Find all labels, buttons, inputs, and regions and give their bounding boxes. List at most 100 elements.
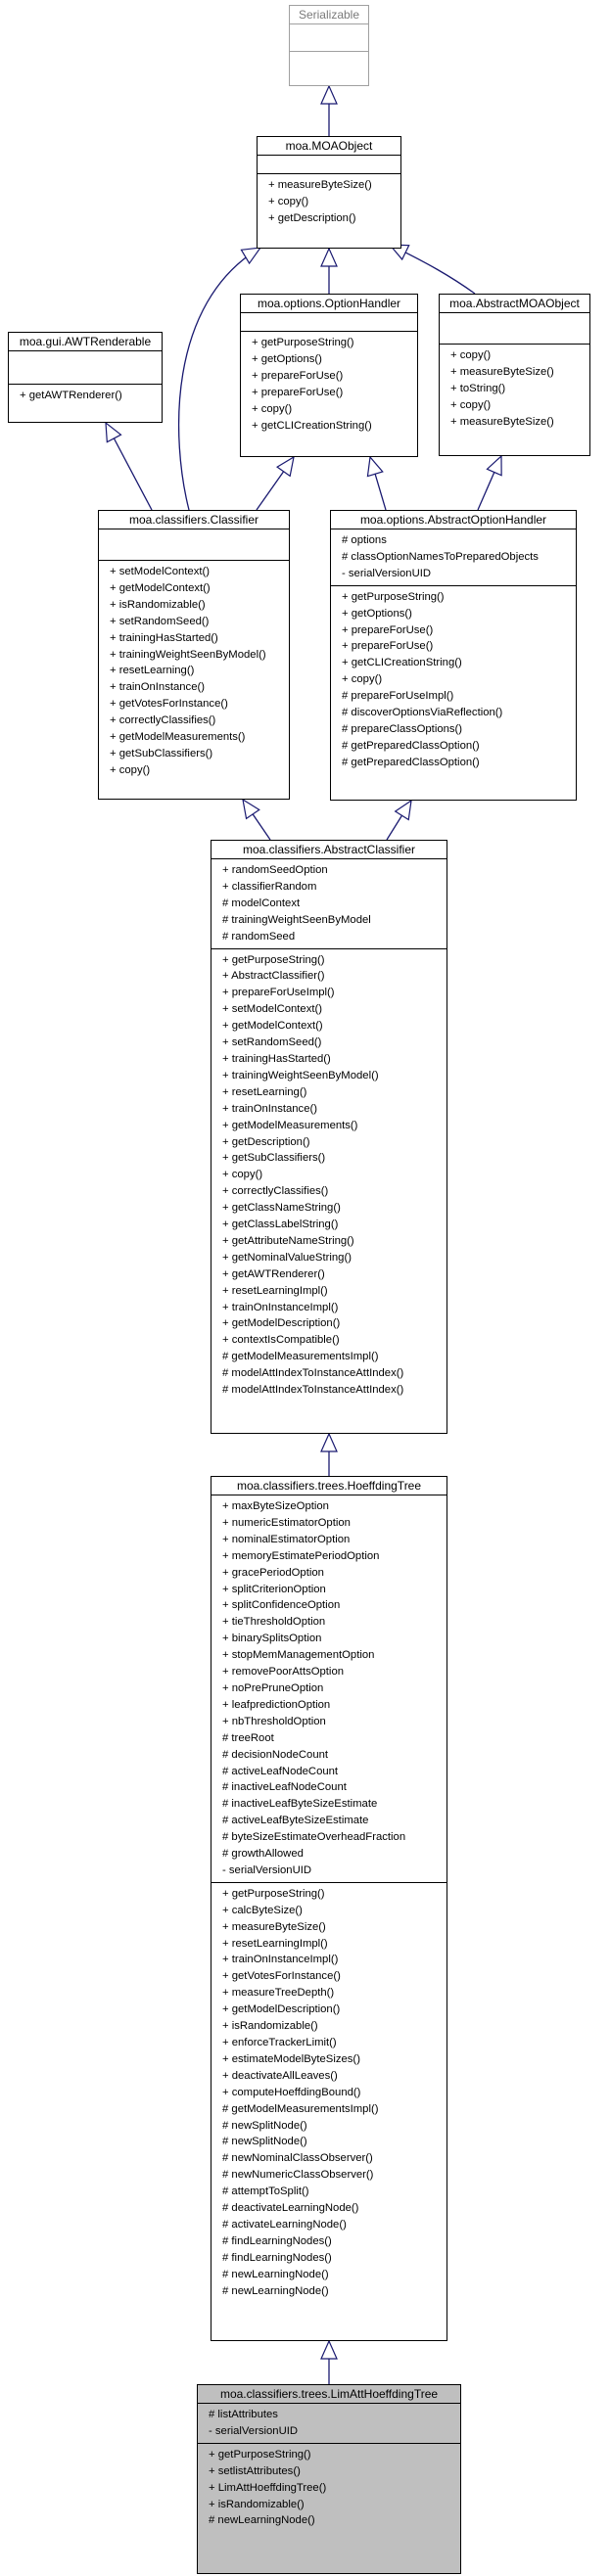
method-item: # newSplitNode() [222, 2136, 307, 2148]
method-item: + trainOnInstance() [110, 681, 206, 694]
attribute-item: # trainingWeightSeenByModel [222, 913, 371, 926]
method-item: + getModelDescription() [222, 2003, 341, 2016]
method-item: + trainOnInstance() [222, 1102, 318, 1115]
method-item: + getAWTRenderer() [222, 1267, 325, 1280]
method-item: # newLearningNode() [222, 2268, 329, 2280]
method-item: + isRandomizable() [209, 2498, 305, 2510]
edge-abstractmoaobject-to-moaobject [390, 245, 476, 295]
method-item: + computeHoeffdingBound() [222, 2086, 361, 2098]
method-item: + trainingHasStarted() [222, 1052, 331, 1065]
method-item: + getPurposeString() [252, 337, 354, 348]
method-item: + prepareForUse() [252, 369, 344, 382]
attribute-item: + stopMemManagementOption [222, 1649, 375, 1662]
attribute-item: # growthAllowed [222, 1848, 304, 1861]
method-item: + resetLearning() [222, 1085, 307, 1098]
class-name: moa.MOAObject [285, 139, 373, 153]
method-item: # discoverOptionsViaReflection() [342, 707, 503, 719]
method-item: + correctlyClassifies() [110, 714, 216, 727]
method-item: + getVotesForInstance() [222, 1970, 341, 1983]
attribute-item: # treeRoot [222, 1731, 274, 1744]
attributes-section [241, 312, 417, 331]
method-item: # deactivateLearningNode() [222, 2202, 359, 2215]
method-item: + setlistAttributes() [209, 2464, 301, 2477]
method-item: # newNumericClassObserver() [222, 2169, 374, 2182]
method-item: + getOptions() [342, 607, 412, 620]
edge-abstractoptionhandler-to-optionhandler [370, 457, 387, 511]
method-item: + getClassLabelString() [222, 1219, 339, 1231]
attribute-item: + splitCriterionOption [222, 1583, 326, 1595]
attribute-item: + gracePeriodOption [222, 1566, 324, 1579]
attribute-item: # inactiveLeafByteSizeEstimate [222, 1798, 378, 1811]
attribute-item: # listAttributes [209, 2409, 278, 2420]
edge-abstractoptionhandler-to-abstractmoaobject [477, 456, 501, 511]
class-abstract-classifier: moa.classifiers.AbstractClassifier + ran… [211, 840, 447, 1434]
attribute-item: # inactiveLeafNodeCount [222, 1781, 347, 1794]
method-item: + setModelContext() [222, 1003, 323, 1016]
method-item: + AbstractClassifier() [222, 970, 325, 983]
method-item: + getModelContext() [110, 581, 211, 594]
class-moa-object: moa.MOAObject + measureByteSize()+ copy(… [257, 136, 401, 249]
method-item: # modelAttIndexToInstanceAttIndex() [222, 1384, 404, 1397]
method-item: # getModelMeasurementsImpl() [222, 1351, 379, 1363]
method-item: # findLearningNodes() [222, 2251, 332, 2264]
method-item: + copy() [450, 398, 492, 411]
methods-section: + copy()+ measureByteSize()+ toString()+… [440, 344, 589, 434]
attributes-section: + randomSeedOption+ classifierRandom# mo… [212, 858, 446, 948]
class-abstract-option-handler: moa.options.AbstractOptionHandler # opti… [330, 510, 577, 801]
method-item: # prepareClassOptions() [342, 722, 463, 735]
method-item: # newNominalClassObserver() [222, 2152, 373, 2165]
method-item: + getCLICreationString() [342, 657, 462, 669]
method-item: + getDescription() [222, 1135, 310, 1148]
method-item: # modelAttIndexToInstanceAttIndex() [222, 1367, 404, 1380]
class-name: moa.options.OptionHandler [257, 297, 401, 310]
class-name: moa.classifiers.AbstractClassifier [242, 843, 416, 856]
method-item: + getCLICreationString() [252, 419, 372, 432]
method-item: + getPurposeString() [222, 1887, 325, 1900]
attribute-item: # byteSizeEstimateOverheadFraction [222, 1831, 406, 1844]
method-item: + getOptions() [252, 352, 322, 365]
attribute-item: # randomSeed [222, 930, 296, 943]
method-item: + getModelMeasurements() [110, 731, 246, 744]
method-item: + copy() [252, 402, 293, 415]
method-item: + isRandomizable() [110, 598, 206, 611]
method-item: + contextIsCompatible() [222, 1334, 340, 1347]
method-item: + getVotesForInstance() [110, 698, 228, 711]
method-item: + copy() [268, 195, 309, 207]
methods-section: + getPurposeString()+ AbstractClassifier… [212, 947, 446, 1402]
method-item: + isRandomizable() [222, 2020, 318, 2033]
class-classifier: moa.classifiers.Classifier + setModelCon… [98, 510, 290, 800]
attribute-item: + maxByteSizeOption [222, 1500, 329, 1512]
class-awt-renderable: moa.gui.AWTRenderable + getAWTRenderer() [8, 332, 163, 423]
method-item: + measureByteSize() [450, 415, 554, 428]
attribute-item: # modelContext [222, 897, 301, 909]
attribute-item: + numericEstimatorOption [222, 1516, 351, 1529]
attribute-item: # options [342, 534, 387, 546]
method-item: + getDescription() [268, 211, 356, 224]
method-item: + trainingWeightSeenByModel() [222, 1069, 379, 1081]
attribute-item: # activeLeafNodeCount [222, 1765, 339, 1777]
attribute-item: + binarySplitsOption [222, 1633, 322, 1645]
attribute-item: + leafpredictionOption [222, 1698, 331, 1711]
method-item: + getPurposeString() [342, 590, 445, 603]
method-item: + resetLearningImpl() [222, 1937, 328, 1950]
method-item: + trainOnInstanceImpl() [222, 1301, 339, 1313]
attribute-item: + noPrePruneOption [222, 1681, 324, 1694]
edge-abstractclassifier-to-classifier [243, 800, 271, 841]
edge-classifier-to-optionhandler [256, 457, 294, 511]
method-item: # getPreparedClassOption() [342, 756, 480, 768]
methods-section: + measureByteSize()+ copy()+ getDescript… [258, 173, 400, 230]
attribute-item: + splitConfidenceOption [222, 1599, 341, 1612]
attribute-item: + randomSeedOption [222, 864, 328, 876]
edge-classifier-to-awtrenderable [106, 423, 153, 511]
methods-section: + getPurposeString()+ setlistAttributes(… [198, 2442, 460, 2533]
method-item: + LimAttHoeffdingTree() [209, 2481, 327, 2494]
method-item: # getModelMeasurementsImpl() [222, 2102, 379, 2115]
class-serializable: Serializable [289, 5, 369, 86]
method-item: # newSplitNode() [222, 2119, 307, 2132]
method-item: + copy() [342, 673, 383, 686]
method-item: + calcByteSize() [222, 1904, 303, 1916]
method-item: + getAWTRenderer() [20, 390, 122, 401]
method-item: + getNominalValueString() [222, 1251, 352, 1264]
class-abstract-moa-object: moa.AbstractMOAObject + copy()+ measureB… [439, 294, 590, 456]
